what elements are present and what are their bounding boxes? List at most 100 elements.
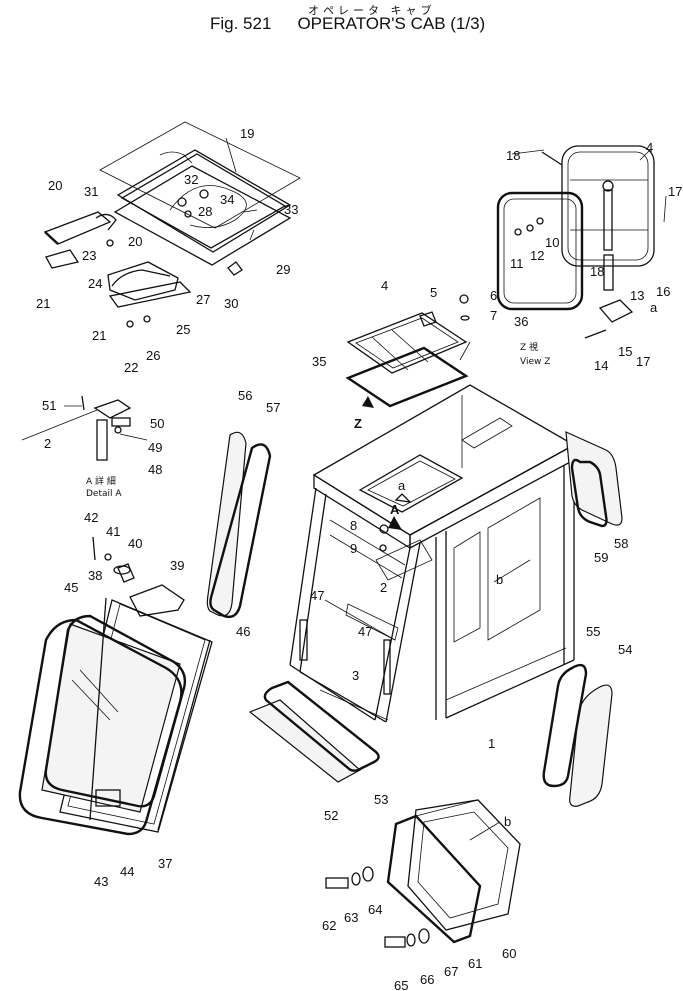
callout-64: 64 [368,902,382,917]
callout-24: 24 [88,276,102,291]
callout-4: 4 [646,140,653,155]
callout-20: 20 [128,234,142,249]
callout-40: 40 [128,536,142,551]
leader-lines [21,137,667,841]
arrow-z-icon [362,396,374,408]
callout-47: 47 [358,624,372,639]
callout-18: 18 [506,148,520,163]
callout-51: 51 [42,398,56,413]
view-z-label: View Z [520,357,550,367]
callout-52: 52 [324,808,338,823]
callout-25: 25 [176,322,190,337]
callout-56: 56 [238,388,252,403]
callout-32: 32 [184,172,198,187]
rear-window [206,431,272,619]
callout-10: 10 [545,235,559,250]
callout-2: 2 [380,580,387,595]
callout-18: 18 [590,264,604,279]
left-door-assembly [18,536,213,836]
roof-panel-assembly [99,121,301,276]
detail-a-parts [81,395,132,461]
visor-parts [43,211,192,328]
callout-67: 67 [444,964,458,979]
callout-49: 49 [148,440,162,455]
callout-16: 16 [656,284,670,299]
callout-42: 42 [84,510,98,525]
callout-9: 9 [350,541,357,556]
right-door-windows [542,663,613,807]
callout-55: 55 [586,624,600,639]
storage-box [325,799,521,948]
callout-3: 3 [352,668,359,683]
callout-6: 6 [490,288,497,303]
callout-57: 57 [266,400,280,415]
callout-23: 23 [82,248,96,263]
callout-44: 44 [120,864,134,879]
callout-1: 1 [488,736,495,751]
callout-26: 26 [146,348,160,363]
callout-39: 39 [170,558,184,573]
callout-41: 41 [106,524,120,539]
door-window-view-z [496,145,655,339]
callout-2: 2 [44,436,51,451]
callout-62: 62 [322,918,336,933]
callout-30: 30 [224,296,238,311]
view-arrows [362,396,402,530]
callout-35: 35 [312,354,326,369]
callout-58: 58 [614,536,628,551]
callout-61: 61 [468,956,482,971]
callout-15: 15 [618,344,632,359]
callout-53: 53 [374,792,388,807]
figure-caption: OPERATOR'S CAB (1/3) [297,14,486,33]
callout-38: 38 [88,568,102,583]
ref-b-box: b [504,814,511,829]
callout-63: 63 [344,910,358,925]
callout-60: 60 [502,946,516,961]
detail-a-label: Detail A [86,489,122,499]
callout-20: 20 [48,178,62,193]
callout-48: 48 [148,462,162,477]
callout-4: 4 [381,278,388,293]
detail-a-jp: A 詳 細 [86,475,116,487]
callout-66: 66 [420,972,434,987]
callout-7: 7 [490,308,497,323]
callout-50: 50 [150,416,164,431]
callout-37: 37 [158,856,172,871]
callout-36: 36 [514,314,528,329]
part-callouts: 1 2 2 3 4 4 5 6 7 8 9 10 11 12 13 14 15 … [36,126,682,991]
callout-47: 47 [310,588,324,603]
callout-46: 46 [236,624,250,639]
callout-14: 14 [594,358,608,373]
arrow-a-icon [388,516,402,530]
cab-frame [289,384,576,723]
callout-54: 54 [618,642,632,657]
view-z-jp: Z 視 [520,341,538,353]
callout-19: 19 [240,126,254,141]
callout-45: 45 [64,580,78,595]
callout-43: 43 [94,874,108,889]
ref-a-viewz: a [650,300,658,315]
arrow-a-label: A [390,502,400,517]
callout-11: 11 [510,256,524,271]
callout-21: 21 [92,328,106,343]
callout-34: 34 [220,192,234,207]
front-lower-window [248,680,380,783]
callout-65: 65 [394,978,408,991]
callout-27: 27 [196,292,210,307]
callout-17: 17 [668,184,682,199]
callout-59: 59 [594,550,608,565]
callout-28: 28 [198,204,212,219]
callout-8: 8 [350,518,357,533]
figure-number: Fig. 521 [210,14,272,33]
ref-a-roof: a [398,478,406,493]
callout-12: 12 [530,248,544,263]
callout-17: 17 [636,354,650,369]
arrow-z-label: Z [354,416,362,431]
title-japanese: オペレータ キャブ [308,4,436,17]
right-side-window [565,431,623,528]
callout-29: 29 [276,262,290,277]
callout-31: 31 [84,184,98,199]
ref-b-cab: b [496,572,503,587]
roof-hatch [345,294,470,408]
